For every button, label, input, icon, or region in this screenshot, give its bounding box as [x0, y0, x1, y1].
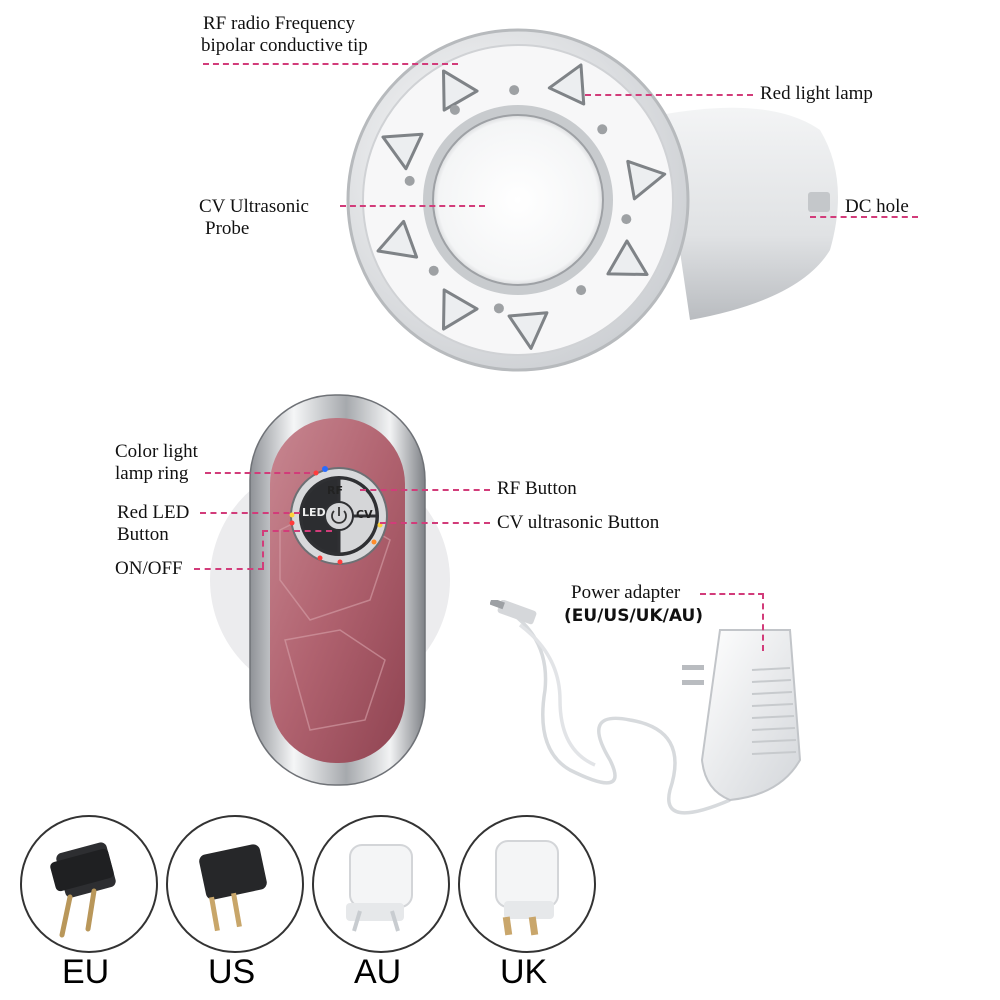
rf-button-label: RF Button — [497, 478, 577, 499]
color-ring-label-line1: Color light — [115, 441, 198, 462]
color-ring-label-line2: lamp ring — [115, 463, 189, 484]
red-led-label-line2: Button — [117, 524, 169, 545]
red-led-label-line1: Red LED — [117, 502, 190, 523]
plug-us-circle — [166, 815, 304, 953]
rf-conductive-tip — [507, 311, 549, 350]
rf-conductive-tip — [441, 288, 479, 331]
red-light-lamp-label: Red light lamp — [760, 83, 873, 104]
color-ring-leader — [205, 472, 310, 474]
cv-button-leader — [380, 522, 490, 524]
rf-conductive-tip — [442, 69, 479, 112]
plug-au-circle — [312, 815, 450, 953]
dc-hole-leader — [810, 216, 918, 218]
red-light-lamp — [493, 303, 504, 314]
rf-conductive-tip — [547, 63, 586, 106]
rf-conductive-tip — [626, 159, 667, 201]
rf-tip-label-line2: bipolar conductive tip — [201, 35, 368, 56]
on-off-leader — [194, 568, 264, 570]
plug-uk-label: UK — [500, 953, 548, 991]
on-off-leader-top — [262, 530, 332, 532]
red-light-lamp — [449, 104, 460, 115]
red-light-lamp-leader — [585, 94, 753, 96]
cv-probe-leader — [340, 205, 485, 207]
rf-tip-label-line1: RF radio Frequency — [203, 13, 355, 34]
plug-eu-circle — [20, 815, 158, 953]
plug-eu-label: EU — [62, 953, 110, 991]
rf-tip-leader — [203, 63, 458, 65]
rf-conductive-tip — [376, 219, 419, 259]
rf-button-mark[interactable]: RF — [327, 484, 343, 497]
cv-button-mark[interactable]: CV — [356, 508, 373, 521]
power-adapter-label: Power adapter — [571, 582, 681, 603]
rf-button-leader — [360, 489, 490, 491]
probe-head-illustration — [346, 28, 838, 372]
plug-uk-circle — [458, 815, 596, 953]
plug-us-label: US — [208, 953, 256, 991]
cv-button-label: CV ultrasonic Button — [497, 512, 660, 533]
on-off-label: ON/OFF — [115, 558, 183, 579]
power-adapter-leader — [700, 593, 764, 595]
on-off-leader-vertical — [262, 530, 264, 568]
power-adapter-illustration — [490, 600, 802, 815]
red-led-leader — [200, 512, 300, 514]
power-adapter-leader-vertical — [762, 593, 764, 651]
dc-hole-label: DC hole — [845, 196, 909, 217]
control-device-illustration — [210, 394, 450, 786]
red-light-lamp — [576, 285, 587, 296]
red-light-lamp — [428, 265, 439, 276]
red-light-lamp — [404, 175, 415, 186]
rf-conductive-tip — [381, 132, 424, 171]
cv-probe-label-line1: CV Ultrasonic — [199, 196, 309, 217]
red-light-lamp — [597, 124, 608, 135]
power-adapter-types-label: (EU/US/UK/AU) — [564, 606, 704, 626]
red-light-lamp — [621, 214, 632, 225]
plug-au-label: AU — [354, 953, 402, 991]
red-light-lamp — [509, 85, 520, 96]
cv-probe-label-line2: Probe — [205, 218, 250, 239]
rf-conductive-tip — [606, 239, 649, 276]
led-button-mark[interactable]: LED — [302, 506, 326, 519]
